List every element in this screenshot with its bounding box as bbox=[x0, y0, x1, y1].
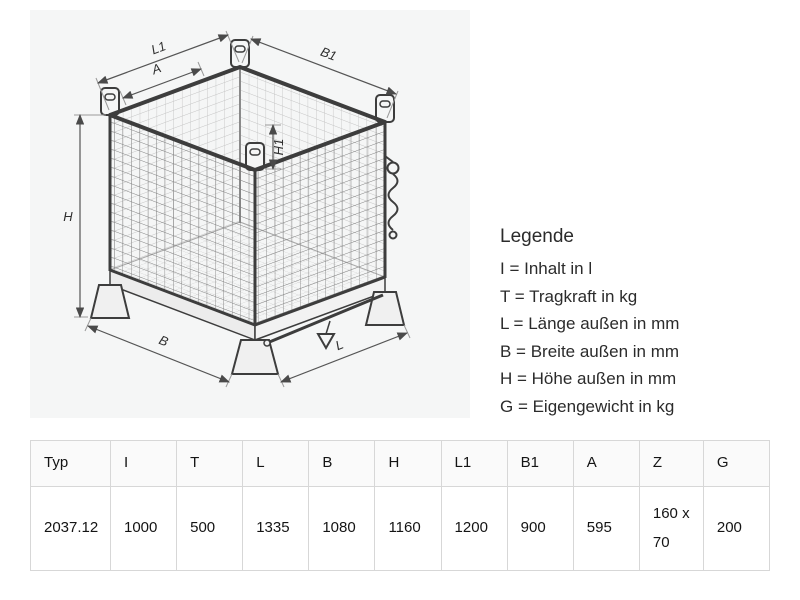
dimension-h1: H1 bbox=[265, 123, 286, 171]
table-cell: 900 bbox=[506, 486, 574, 571]
table-cell: 1080 bbox=[308, 486, 376, 571]
dim-label-h1: H1 bbox=[271, 139, 286, 156]
dimension-l1: L1 bbox=[95, 30, 240, 111]
legend-title: Legende bbox=[500, 226, 574, 247]
table-cell: 1200 bbox=[440, 486, 508, 571]
legend: Legende I = Inhalt in l T = Tragkraft in… bbox=[500, 226, 790, 420]
table-header-cell: B1 bbox=[506, 440, 574, 487]
lifting-lugs bbox=[100, 39, 395, 171]
table-header-cell: Z bbox=[638, 440, 704, 487]
table-header-cell: L1 bbox=[440, 440, 508, 487]
table-header-cell: G bbox=[702, 440, 771, 487]
dim-label-b1: B1 bbox=[318, 44, 338, 64]
table-cell-typ: 2037.12 bbox=[30, 486, 111, 571]
legend-item-breite: B = Breite außen in mm bbox=[500, 341, 680, 361]
chain-detail bbox=[384, 155, 400, 240]
table-header-cell: T bbox=[176, 440, 244, 487]
table-header-row: Typ I T L B H L1 B1 A Z G bbox=[30, 440, 771, 487]
table-header-cell: Typ bbox=[30, 440, 111, 487]
dim-label-l: L bbox=[333, 337, 345, 354]
legend-item-hoehe: H = Höhe außen in mm bbox=[500, 369, 677, 388]
table-header-cell: I bbox=[109, 440, 178, 487]
spec-table: Typ I T L B H L1 B1 A Z G 2037.12 1000 5… bbox=[30, 440, 771, 571]
table-cell: 1160 bbox=[374, 486, 442, 571]
pallet-feet bbox=[89, 284, 406, 375]
dimension-l: L bbox=[277, 324, 411, 388]
table-header-cell: H bbox=[374, 440, 442, 487]
dim-label-b: B bbox=[157, 332, 171, 349]
table-row: 2037.12 1000 500 1335 1080 1160 1200 900… bbox=[30, 486, 771, 571]
dim-label-h: H bbox=[63, 209, 73, 224]
product-drawing: L1 A B1 H1 bbox=[30, 10, 470, 418]
table-cell: 1335 bbox=[242, 486, 310, 571]
dim-label-a: A bbox=[149, 60, 163, 77]
table-cell: 160 x 70 bbox=[638, 486, 704, 571]
legend-item-laenge: L = Länge außen in mm bbox=[500, 314, 680, 333]
table-cell: 1000 bbox=[109, 486, 178, 571]
table-header-cell: A bbox=[572, 440, 640, 487]
dimension-b1: B1 bbox=[241, 35, 399, 119]
mesh-container-diagram: L1 A B1 H1 bbox=[63, 30, 411, 388]
table-cell: 595 bbox=[572, 486, 640, 571]
dimension-b: B bbox=[84, 317, 233, 388]
table-cell: 500 bbox=[176, 486, 244, 571]
dim-label-l1: L1 bbox=[149, 38, 168, 57]
table-header-cell: B bbox=[308, 440, 376, 487]
legend-item-eigengewicht: G = Eigengewicht in kg bbox=[500, 396, 675, 416]
dimension-h: H bbox=[63, 113, 106, 319]
table-cell: 200 bbox=[702, 486, 771, 571]
legend-item-inhalt: I = Inhalt in l bbox=[500, 259, 593, 278]
table-header-cell: L bbox=[242, 440, 310, 487]
legend-item-tragkraft: T = Tragkraft in kg bbox=[500, 286, 638, 306]
